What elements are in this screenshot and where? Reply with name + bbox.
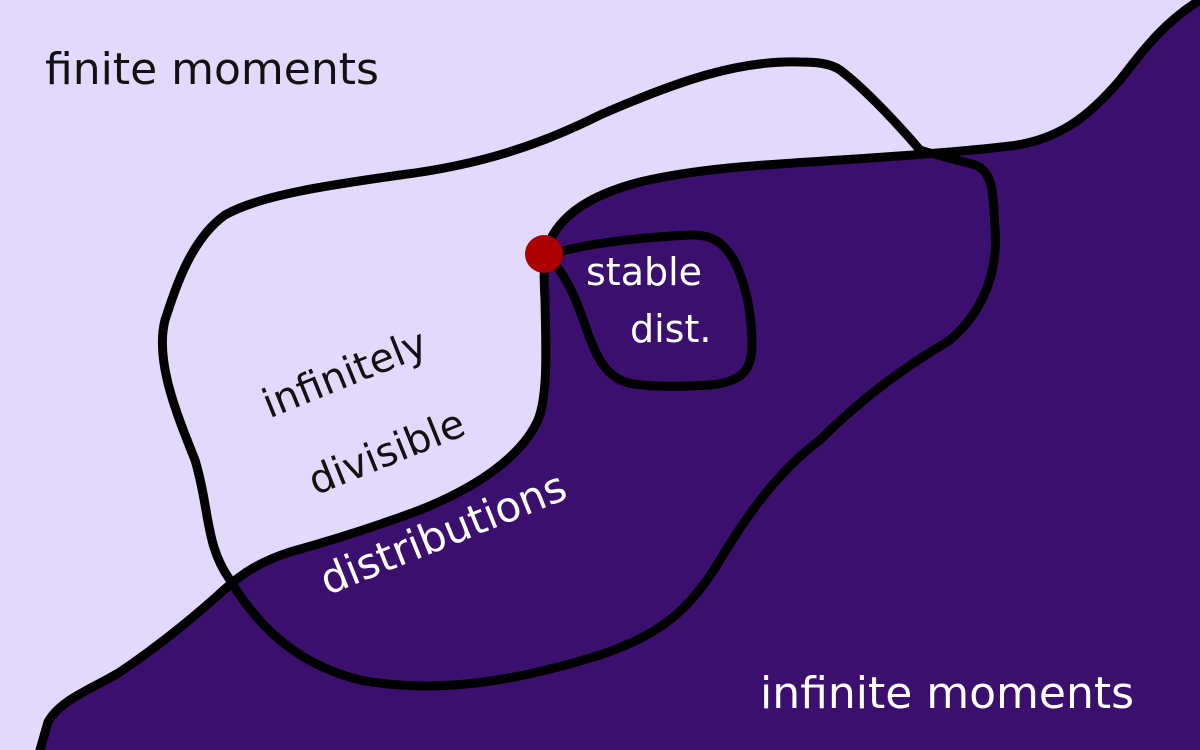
finite-moments-label: finite moments bbox=[45, 44, 379, 95]
infinitely-divisible-loop bbox=[157, 57, 1000, 691]
moments-boundary-line bbox=[35, 0, 1200, 750]
infinite-moments-label: infinite moments bbox=[760, 668, 1135, 719]
stable-label-line2: dist. bbox=[630, 307, 712, 351]
red-point-marker bbox=[525, 235, 563, 273]
stable-label-line1: stable bbox=[586, 250, 703, 294]
stable-distributions-loop bbox=[543, 230, 757, 391]
